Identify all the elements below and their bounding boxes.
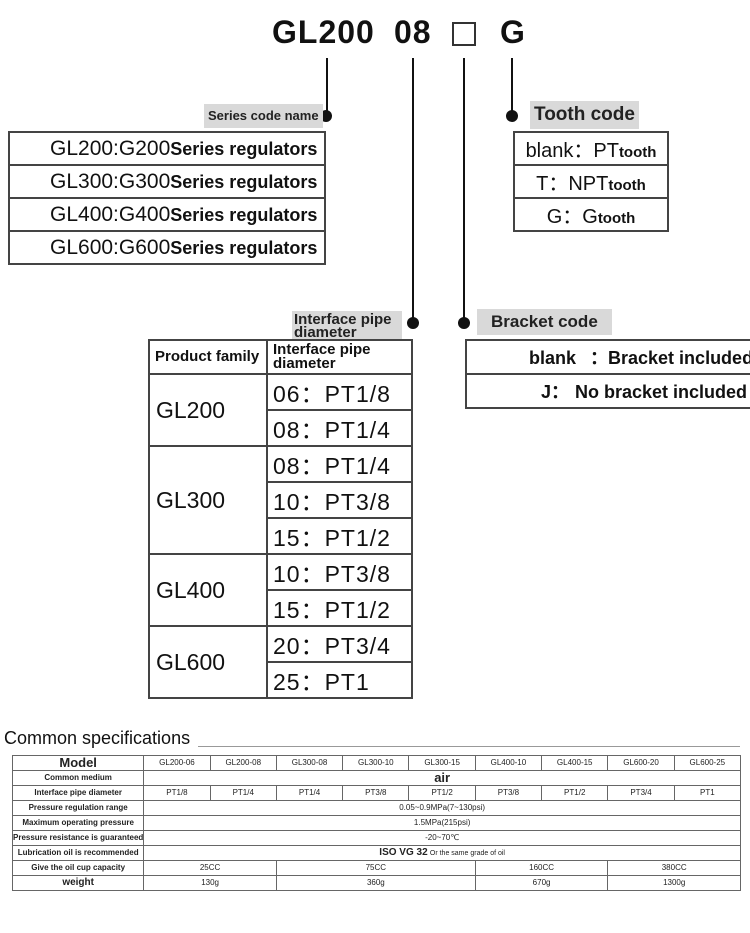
- pipe-connector: [412, 58, 414, 320]
- series-dot: [320, 110, 332, 122]
- pipe-row: 10：PT3/8: [149, 481, 413, 519]
- model-tooth: G: [500, 14, 526, 50]
- spec-label: Pressure regulation range: [11, 800, 145, 816]
- spec-label: Model: [11, 755, 145, 771]
- series-row: GL200:G200Series regulators: [8, 131, 326, 166]
- spec-row-oil: Lubrication oil is recommended ISO VG 32…: [11, 845, 741, 861]
- family-cell: GL200: [148, 373, 268, 447]
- pipe-row: 15：PT1/2: [149, 589, 413, 627]
- spec-row-max-pressure: Maximum operating pressure 1.5MPa(215psi…: [11, 815, 741, 831]
- spec-row-model: Model GL200-06 GL200-08 GL300-08 GL300-1…: [11, 755, 742, 771]
- spec-row-resistance: Pressure resistance is guaranteed -20~70…: [11, 830, 741, 846]
- spec-label: Common medium: [11, 770, 145, 786]
- series-row: GL300:G300Series regulators: [8, 164, 326, 199]
- spec-label: Give the oil cup capacity: [11, 860, 145, 876]
- bracket-tag: Bracket code: [477, 309, 612, 335]
- pipe-header-row: Product family Interface pipe diameter: [148, 339, 413, 375]
- pipe-cell: 10：PT3/8: [266, 553, 413, 591]
- spec-row-range: Pressure regulation range 0.05~0.9MPa(7~…: [11, 800, 741, 816]
- pipe-cell: 08：PT1/4: [266, 445, 413, 483]
- spec-label: Lubrication oil is recommended: [11, 845, 145, 861]
- model-pipe: 08: [394, 14, 432, 50]
- family-cell: GL300: [148, 445, 268, 555]
- spec-title: Common specifications: [4, 728, 191, 748]
- tooth-dot: [506, 110, 518, 122]
- series-table: GL200:G200Series regulators GL300:G300Se…: [8, 131, 326, 265]
- pipe-row: 15：PT1/2: [149, 517, 413, 555]
- model-code: GL200 08 G: [0, 0, 750, 70]
- spec-row-pipe: Interface pipe diameter PT1/8 PT1/4 PT1/…: [11, 785, 742, 801]
- series-row: GL400:G400Series regulators: [8, 197, 326, 232]
- spec-table: Model GL200-06 GL200-08 GL300-08 GL300-1…: [11, 755, 742, 891]
- bracket-connector: [463, 58, 465, 322]
- header-pipe: Interface pipe diameter: [266, 339, 413, 375]
- pipe-dot: [407, 317, 419, 329]
- bracket-table: blank：Bracket included J：No bracket incl…: [464, 339, 750, 409]
- pipe-row: GL400 10：PT3/8: [148, 553, 413, 627]
- bracket-placeholder-box: [452, 22, 476, 46]
- pipe-cell: 20：PT3/4: [266, 625, 413, 663]
- spec-row-cup: Give the oil cup capacity 25CC 75CC 160C…: [11, 860, 741, 876]
- pipe-cell: 06：PT1/8: [266, 373, 413, 411]
- pipe-cell: 25：PT1: [266, 661, 413, 699]
- header-family: Product family: [148, 339, 268, 375]
- tooth-row: T：NPTtooth: [513, 164, 669, 199]
- pipe-row: GL600 20：PT3/4: [148, 625, 413, 699]
- spec-label: weight: [11, 875, 145, 891]
- series-tag: Series code name: [204, 104, 323, 128]
- series-row: GL600:G600Series regulators: [8, 230, 326, 265]
- pipe-row: 25：PT1: [149, 661, 413, 699]
- spec-divider: [198, 746, 740, 747]
- pipe-tag: Interface pipe diameter: [292, 311, 402, 341]
- spec-label: Interface pipe diameter: [11, 785, 145, 801]
- bracket-row: blank：Bracket included: [464, 339, 750, 375]
- spec-label: Pressure resistance is guaranteed: [11, 830, 145, 846]
- pipe-row: GL300 08：PT1/4: [148, 445, 413, 555]
- pipe-table: Product family Interface pipe diameter G…: [148, 339, 413, 699]
- spec-row-weight: weight 130g 360g 670g 1300g: [11, 875, 741, 891]
- tooth-tag: Tooth code: [530, 101, 639, 129]
- bracket-row: J：No bracket included: [464, 373, 750, 409]
- spec-row-medium: Common medium air: [11, 770, 741, 786]
- model-base: GL200: [272, 14, 375, 50]
- tooth-row: blank：PTtooth: [513, 131, 669, 166]
- family-cell: GL400: [148, 553, 268, 627]
- pipe-cell: 10：PT3/8: [266, 481, 413, 519]
- pipe-row: 08：PT1/4: [149, 409, 413, 447]
- spec-label: Maximum operating pressure: [11, 815, 145, 831]
- pipe-cell: 15：PT1/2: [266, 589, 413, 627]
- pipe-cell: 15：PT1/2: [266, 517, 413, 555]
- tooth-connector: [511, 58, 513, 114]
- tooth-row: G：Gtooth: [513, 197, 669, 232]
- bracket-dot: [458, 317, 470, 329]
- pipe-cell: 08：PT1/4: [266, 409, 413, 447]
- family-cell: GL600: [148, 625, 268, 699]
- series-connector: [326, 58, 328, 114]
- tooth-table: blank：PTtooth T：NPTtooth G：Gtooth: [513, 131, 669, 232]
- pipe-row: GL200 06：PT1/8: [148, 373, 413, 447]
